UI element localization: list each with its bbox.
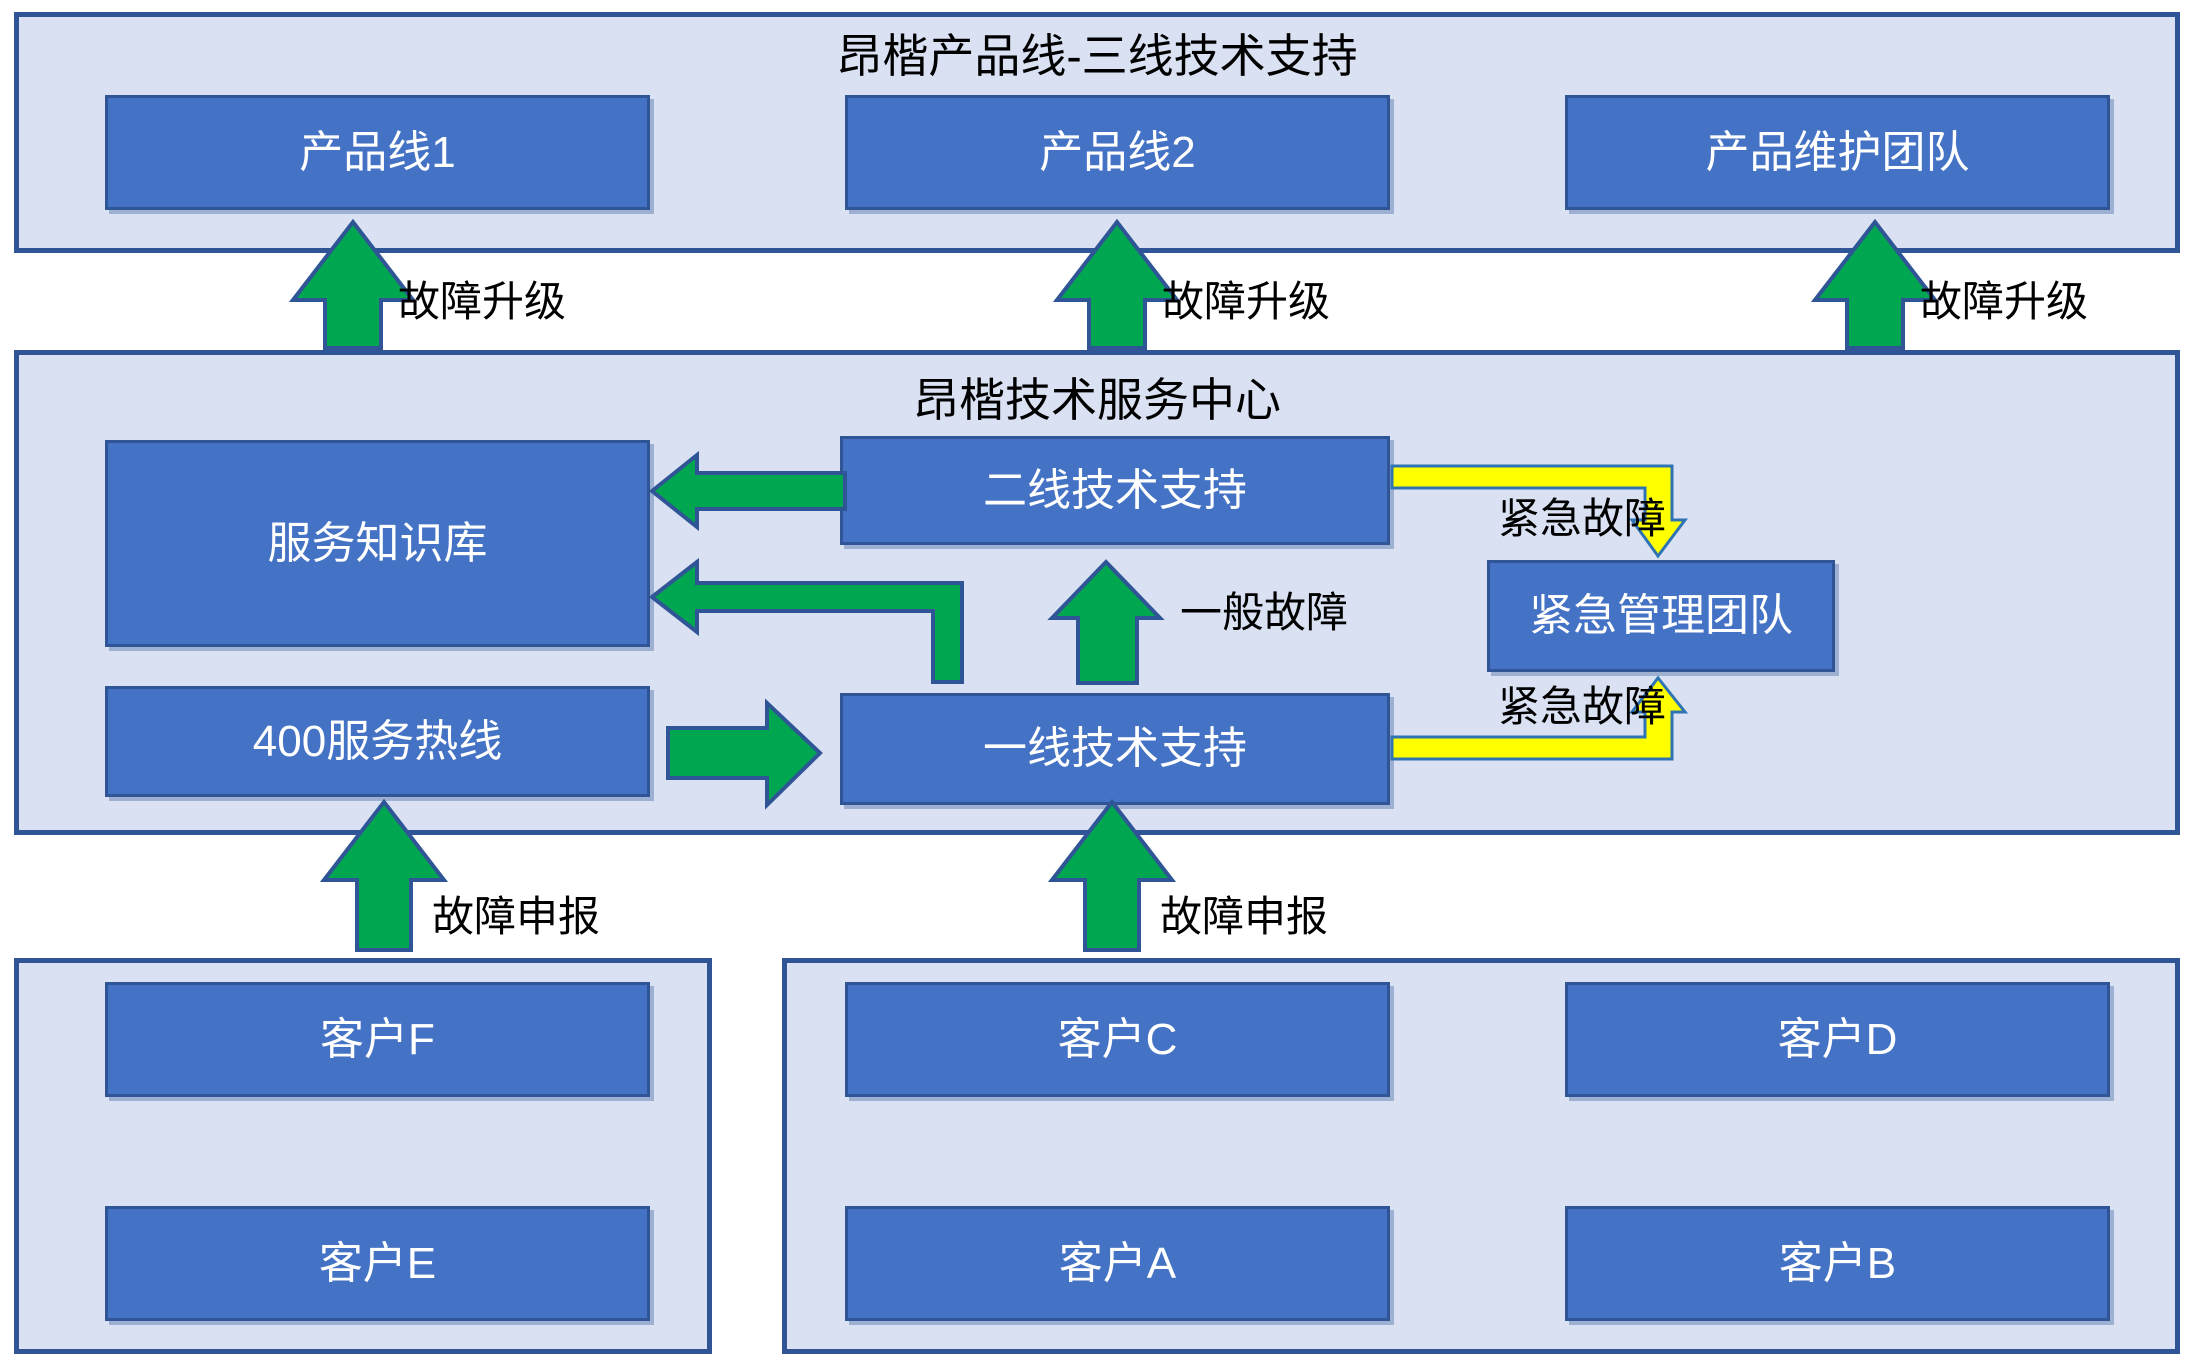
box-customer-e: 客户E (105, 1206, 650, 1321)
box-customer-d: 客户D (1565, 982, 2110, 1097)
box-product-line-1: 产品线1 (105, 95, 650, 210)
box-hotline-400: 400服务热线 (105, 686, 650, 797)
fault-report-label-left: 故障申报 (432, 893, 601, 940)
general-fault-label: 一般故障 (1180, 589, 1349, 636)
emergency-fault-label-2: 紧急故障 (1498, 683, 1667, 730)
box-second-line-support: 二线技术支持 (840, 436, 1390, 545)
product-lines-title: 昂楷产品线-三线技术支持 (836, 30, 1358, 82)
fault-escalation-label-1: 故障升级 (398, 278, 567, 325)
box-knowledge-base: 服务知识库 (105, 440, 650, 647)
box-customer-c: 客户C (845, 982, 1390, 1097)
box-emergency-team: 紧急管理团队 (1487, 560, 1835, 672)
fault-report-label-right: 故障申报 (1160, 893, 1329, 940)
box-customer-a: 客户A (845, 1206, 1390, 1321)
box-first-line-support: 一线技术支持 (840, 693, 1390, 805)
service-center-title: 昂楷技术服务中心 (913, 374, 1281, 426)
box-product-line-2: 产品线2 (845, 95, 1390, 210)
box-customer-b: 客户B (1565, 1206, 2110, 1321)
box-customer-f: 客户F (105, 982, 650, 1097)
fault-escalation-label-3: 故障升级 (1920, 278, 2089, 325)
box-maintenance-team: 产品维护团队 (1565, 95, 2110, 210)
emergency-fault-label-1: 紧急故障 (1498, 495, 1667, 542)
fault-escalation-label-2: 故障升级 (1162, 278, 1331, 325)
